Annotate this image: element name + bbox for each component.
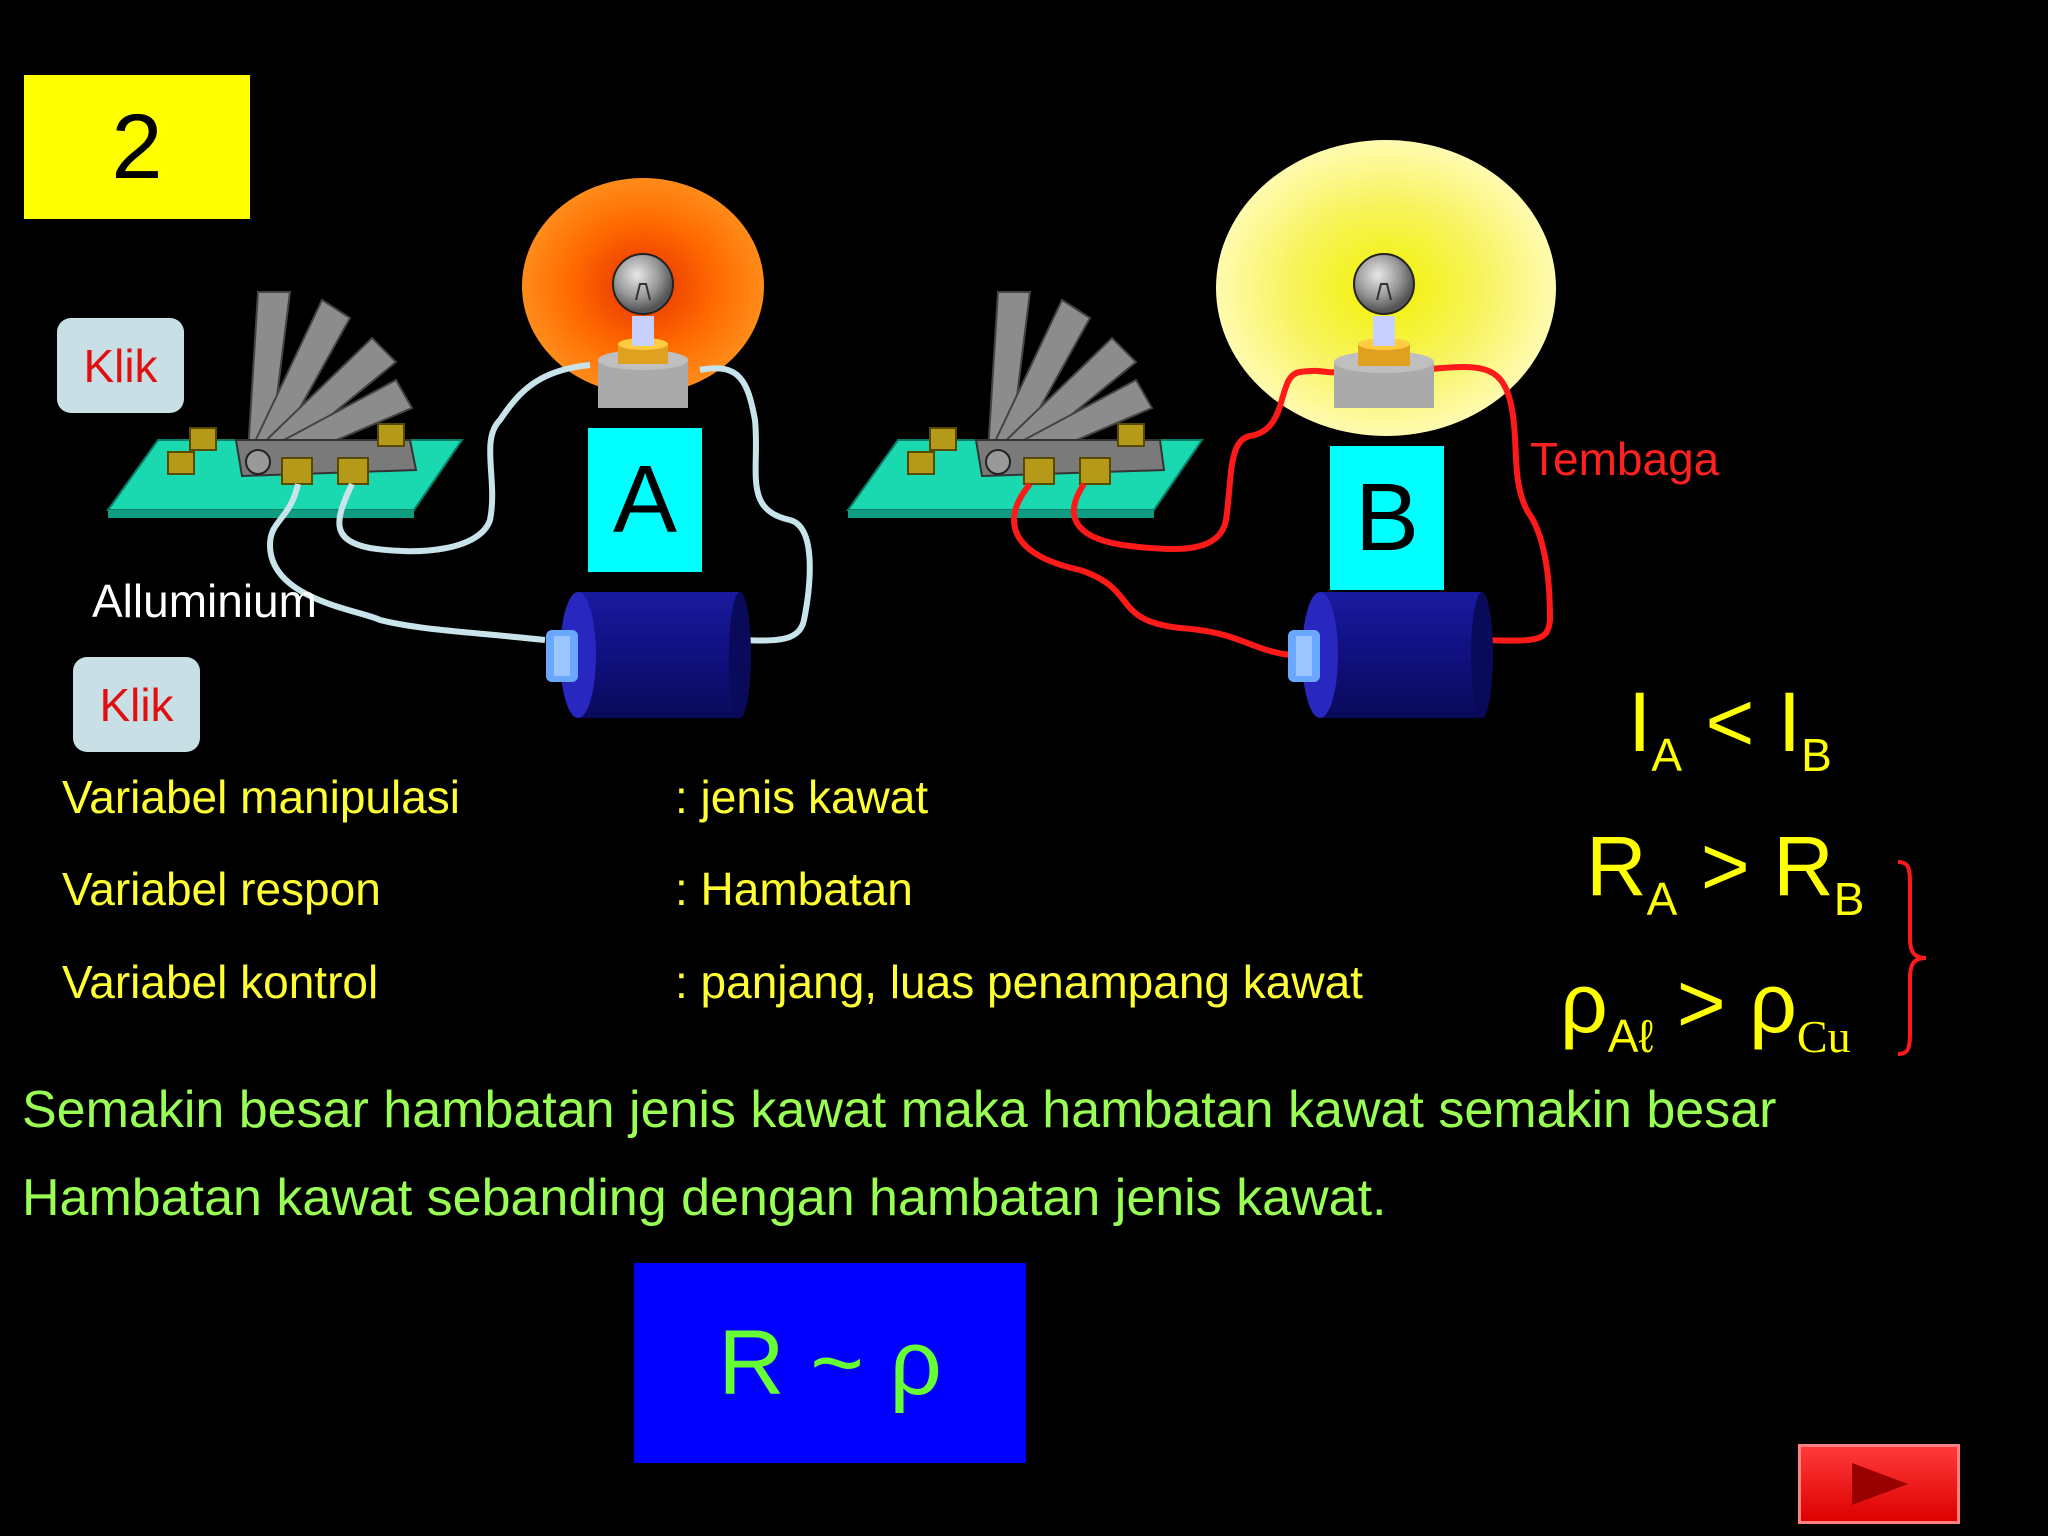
circuit-b bbox=[846, 140, 1556, 718]
wire-copper-1 bbox=[1011, 482, 1291, 658]
relation-resistivity-right: ρ bbox=[1749, 956, 1797, 1050]
relation-current: IA < IB bbox=[1628, 674, 1832, 782]
rotary-switch-icon-b bbox=[974, 291, 1166, 478]
wire-aluminium-3 bbox=[699, 365, 813, 644]
klik-button-bottom[interactable]: Klik bbox=[73, 657, 200, 752]
wire-aluminium-2 bbox=[336, 362, 591, 555]
relation-current-left: I bbox=[1628, 675, 1652, 769]
battery-icon-a bbox=[546, 592, 751, 718]
relation-resistance-op: > bbox=[1700, 819, 1750, 913]
relation-resistance: RA > RB bbox=[1586, 818, 1864, 926]
relation-resistivity: ρAℓ > ρCu bbox=[1560, 955, 1851, 1063]
conclusion-line-1: Semakin besar hambatan jenis kawat maka … bbox=[22, 1081, 1777, 1139]
right-brace bbox=[1897, 860, 1927, 1056]
relation-current-right-sub: B bbox=[1801, 729, 1832, 781]
circuit-a bbox=[106, 178, 813, 718]
relation-resistivity-left: ρ bbox=[1560, 956, 1608, 1050]
relation-current-op: < bbox=[1705, 675, 1755, 769]
formula-text: R ~ ρ bbox=[718, 1311, 942, 1414]
battery-icon-b bbox=[1288, 592, 1493, 718]
relation-resistance-left: R bbox=[1586, 819, 1647, 913]
wire-aluminium-label: Alluminium bbox=[92, 575, 317, 627]
variable-manipulated-value: : jenis kawat bbox=[675, 771, 929, 823]
variable-control-label: Variabel kontrol bbox=[62, 956, 379, 1008]
relation-resistance-left-sub: A bbox=[1646, 873, 1678, 925]
rotary-switch-icon-a bbox=[234, 291, 418, 478]
variable-control-value: : panjang, luas penampang kawat bbox=[675, 956, 1363, 1008]
circuit-illustration bbox=[106, 140, 1556, 718]
variable-manipulated-label: Variabel manipulasi bbox=[62, 771, 461, 823]
formula-box: R ~ ρ bbox=[634, 1263, 1026, 1463]
circuit-a-label: A bbox=[588, 428, 702, 572]
variable-response-value: : Hambatan bbox=[675, 863, 913, 915]
play-triangle-icon bbox=[1852, 1463, 1908, 1505]
relation-resistance-right-sub: B bbox=[1833, 873, 1865, 925]
klik-button-top[interactable]: Klik bbox=[57, 318, 184, 413]
relation-resistivity-left-sub: Aℓ bbox=[1607, 1010, 1654, 1062]
wire-aluminium-1 bbox=[266, 483, 546, 643]
relation-resistance-right: R bbox=[1773, 819, 1834, 913]
light-bulb-icon-a bbox=[598, 253, 688, 408]
wire-copper-3 bbox=[1419, 364, 1554, 644]
wire-copper-2 bbox=[1071, 367, 1351, 553]
relation-resistivity-right-sub: Cu bbox=[1796, 1011, 1851, 1062]
circuit-b-label: B bbox=[1330, 446, 1444, 590]
relation-resistivity-op: > bbox=[1676, 956, 1726, 1050]
slide-number: 2 bbox=[24, 75, 250, 219]
next-slide-button[interactable] bbox=[1798, 1444, 1960, 1524]
relation-current-right: I bbox=[1777, 675, 1802, 769]
variable-response-label: Variabel respon bbox=[62, 863, 381, 915]
light-bulb-icon-b bbox=[1334, 253, 1434, 408]
relation-current-left-sub: A bbox=[1651, 729, 1683, 781]
conclusion-line-2: Hambatan kawat sebanding dengan hambatan… bbox=[22, 1169, 1387, 1227]
wire-copper-label: Tembaga bbox=[1530, 433, 1720, 485]
